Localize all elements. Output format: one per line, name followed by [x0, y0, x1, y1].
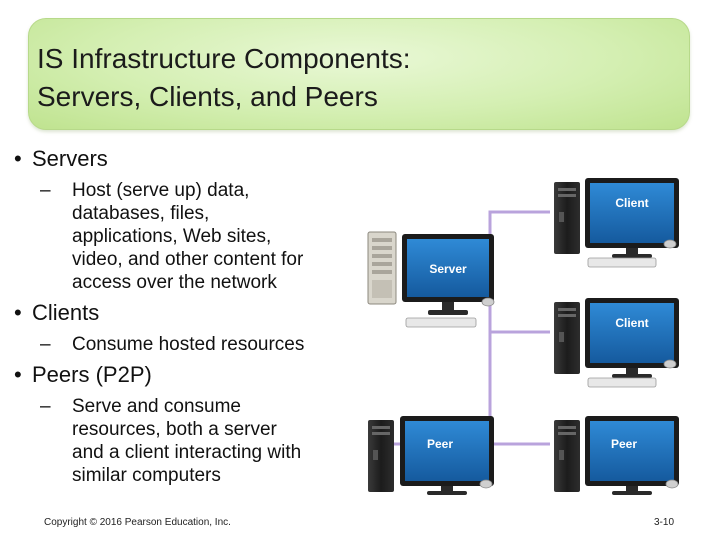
footer-copyright: Copyright © 2016 Pearson Education, Inc. [44, 517, 231, 528]
bullet-peers: • Peers (P2P) [14, 362, 152, 388]
sub-bullet-servers-line-2: databases, files, [72, 203, 210, 224]
sub-bullet-servers-line-5: access over the network [72, 272, 277, 293]
sub-bullet-peers-line-4: similar computers [72, 465, 221, 486]
bullet-dot: • [14, 146, 22, 171]
sub-bullet-clients: – Consume hosted resources [40, 333, 360, 356]
dash-glyph: – [40, 396, 51, 417]
sub-bullet-servers: – Host (serve up) data, databases, files… [40, 179, 360, 294]
dash-glyph: – [40, 180, 51, 201]
sub-bullet-servers-line-4: video, and other content for [72, 249, 304, 270]
sub-bullet-peers-line-2: resources, both a server [72, 419, 277, 440]
title-banner: IS Infrastructure Components: Servers, C… [28, 18, 690, 130]
client-label-2: Client [615, 316, 648, 330]
sub-bullet-peers-line-3: and a client interacting with [72, 442, 302, 463]
sub-bullet-peers-line-1: Serve and consume [72, 396, 241, 417]
peer-label-2: Peer [611, 437, 637, 451]
footer-page-number: 3-10 [654, 517, 675, 528]
slide-title-line-1: IS Infrastructure Components: [37, 43, 411, 74]
client-label-1: Client [615, 196, 648, 210]
peer-computer-1: Peer [368, 416, 494, 495]
client-computer-2: Client [554, 298, 679, 388]
bullet-dot: • [14, 300, 22, 325]
bullet-servers-label: Servers [32, 146, 108, 171]
bullet-clients: • Clients [14, 300, 99, 326]
slide-title-line-2: Servers, Clients, and Peers [37, 81, 378, 112]
sub-bullet-clients-line-1: Consume hosted resources [72, 334, 305, 355]
bullet-servers: • Servers [14, 146, 108, 172]
sub-bullet-peers: – Serve and consume resources, both a se… [40, 395, 360, 487]
bullet-clients-label: Clients [32, 300, 100, 325]
sub-bullet-servers-line-3: applications, Web sites, [72, 226, 272, 247]
server-computer: Server [367, 231, 495, 328]
network-diagram: Server Client Client [367, 178, 679, 495]
client-computer-1: Client [554, 178, 679, 268]
server-label: Server [429, 262, 467, 276]
bullet-peers-label: Peers (P2P) [32, 362, 152, 387]
peer-computer-2: Peer [554, 416, 679, 495]
bullet-dot: • [14, 362, 22, 387]
dash-glyph: – [40, 334, 51, 355]
sub-bullet-servers-line-1: Host (serve up) data, [72, 180, 250, 201]
peer-label-1: Peer [427, 437, 453, 451]
